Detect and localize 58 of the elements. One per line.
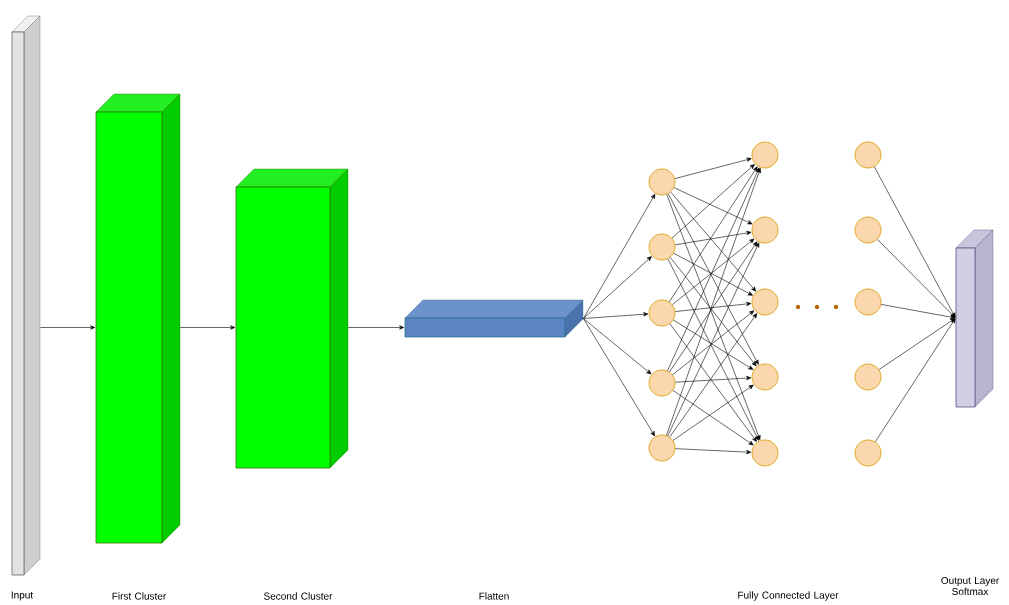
layer-box: [95, 93, 181, 544]
neuron-circle: [854, 363, 882, 391]
layer-box: [11, 15, 41, 576]
arrow: [583, 318, 655, 437]
neuron-circle: [648, 369, 676, 397]
arrow: [672, 238, 755, 305]
arrow: [669, 166, 758, 303]
arrow: [877, 239, 956, 318]
arrow: [673, 253, 753, 296]
arrow: [583, 312, 649, 319]
layer-box: [235, 168, 349, 469]
layer-label: First Cluster: [112, 592, 167, 600]
arrow: [348, 325, 405, 330]
neuron-circle: [751, 288, 779, 316]
neuron-circle: [648, 299, 676, 327]
arrow: [672, 310, 755, 375]
layer-label: Input: [11, 591, 34, 601]
layer-label: Fully Connected Layer: [738, 591, 839, 601]
arrow: [880, 304, 956, 320]
neuron-circle: [648, 168, 676, 196]
arrow: [673, 319, 754, 370]
arrow: [874, 166, 956, 318]
layer-label: Output Layer Softmax: [941, 576, 1000, 596]
arrow: [583, 318, 652, 375]
arrow: [672, 390, 754, 446]
neuron-circle: [854, 439, 882, 467]
arrow: [674, 230, 752, 246]
arrow: [180, 325, 236, 330]
neuron-circle: [751, 439, 779, 467]
layer-label: Flatten: [479, 592, 509, 600]
neuron-circle: [648, 434, 676, 462]
arrow: [667, 193, 759, 365]
arrow: [675, 301, 752, 312]
layer-box: [955, 229, 994, 408]
arrow: [669, 241, 758, 373]
neuron-circle: [854, 216, 882, 244]
arrow: [675, 448, 752, 455]
arrow: [673, 187, 753, 225]
arrow: [583, 194, 656, 319]
neuron-circle: [854, 288, 882, 316]
arrow: [40, 325, 96, 330]
arrow: [672, 384, 754, 441]
arrow: [674, 157, 752, 179]
neuron-circle: [648, 233, 676, 261]
layer-label: Second Cluster: [264, 592, 333, 600]
arrow: [671, 164, 755, 239]
arrow: [670, 191, 757, 292]
neuron-circle: [854, 141, 882, 169]
arrow: [670, 257, 757, 367]
neuron-circle: [751, 141, 779, 169]
arrow: [667, 167, 760, 372]
neuron-circle: [751, 216, 779, 244]
arrow: [583, 256, 652, 319]
arrow: [675, 375, 752, 383]
arrow: [878, 318, 956, 370]
neuron-circle: [751, 363, 779, 391]
layer-box: [404, 299, 584, 338]
arrow: [875, 318, 956, 443]
